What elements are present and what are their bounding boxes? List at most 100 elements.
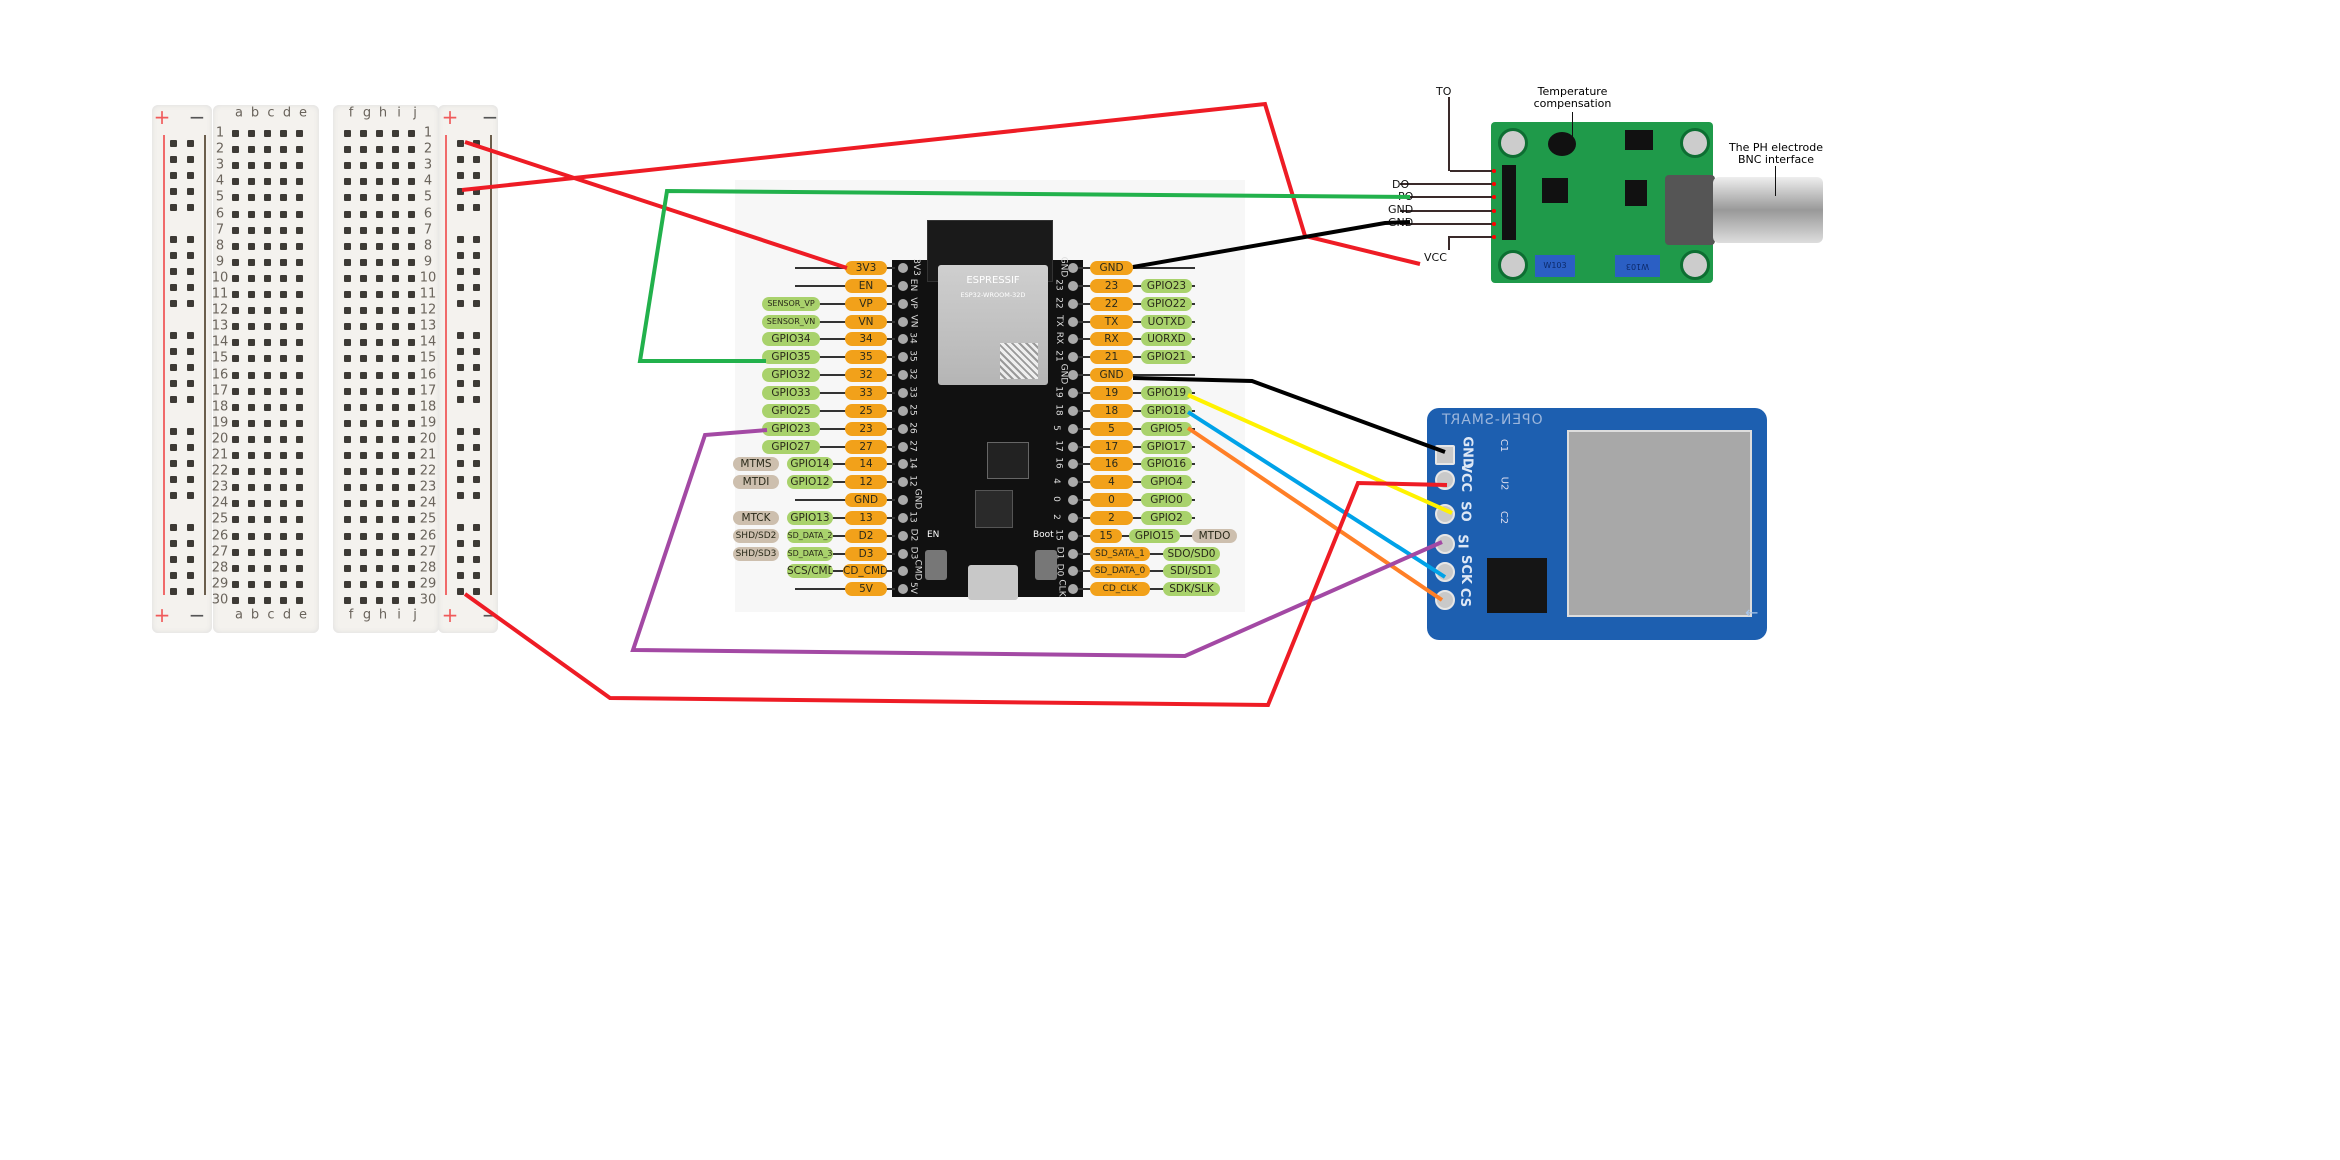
rail-hole[interactable] — [473, 284, 480, 291]
breadboard-hole[interactable] — [280, 387, 287, 395]
breadboard-hole[interactable] — [360, 291, 367, 298]
rail-hole[interactable] — [187, 540, 194, 547]
breadboard-hole[interactable] — [280, 580, 287, 588]
breadboard-hole[interactable] — [392, 452, 399, 459]
breadboard-hole[interactable] — [296, 468, 303, 476]
breadboard-hole[interactable] — [248, 500, 255, 508]
breadboard-hole[interactable] — [344, 130, 351, 137]
breadboard-hole[interactable] — [392, 371, 399, 379]
breadboard-hole[interactable] — [376, 130, 383, 137]
breadboard-hole[interactable] — [296, 210, 303, 218]
breadboard-hole[interactable] — [376, 468, 383, 476]
breadboard-hole[interactable] — [296, 516, 303, 524]
breadboard-hole[interactable] — [360, 532, 367, 540]
breadboard-hole[interactable] — [248, 242, 255, 250]
breadboard-hole[interactable] — [296, 403, 303, 411]
rail-hole[interactable] — [170, 380, 177, 387]
breadboard-hole[interactable] — [280, 178, 287, 186]
rail-hole[interactable] — [457, 252, 464, 259]
rail-hole[interactable] — [473, 540, 480, 547]
breadboard-hole[interactable] — [280, 258, 287, 266]
breadboard-hole[interactable] — [232, 130, 239, 137]
wire-sd-so-gpio19[interactable] — [1187, 393, 1453, 515]
breadboard-hole[interactable] — [264, 323, 271, 331]
breadboard-hole[interactable] — [392, 210, 399, 218]
breadboard-hole[interactable] — [408, 339, 415, 347]
rail-hole[interactable] — [473, 476, 480, 483]
breadboard-hole[interactable] — [376, 291, 383, 298]
breadboard-hole[interactable] — [344, 242, 351, 250]
breadboard-hole[interactable] — [360, 323, 367, 331]
breadboard-hole[interactable] — [248, 210, 255, 218]
breadboard-hole[interactable] — [376, 548, 383, 556]
breadboard-hole[interactable] — [264, 226, 271, 234]
wire-sd-cs-gpio5[interactable] — [1186, 426, 1444, 602]
rail-hole[interactable] — [457, 460, 464, 467]
breadboard-hole[interactable] — [408, 194, 415, 202]
breadboard-hole[interactable] — [408, 468, 415, 476]
breadboard-hole[interactable] — [232, 307, 239, 315]
breadboard-hole[interactable] — [232, 435, 239, 443]
breadboard-hole[interactable] — [360, 419, 367, 427]
rail-hole[interactable] — [457, 364, 464, 371]
breadboard-hole[interactable] — [376, 564, 383, 572]
breadboard-hole[interactable] — [232, 580, 239, 588]
rail-hole[interactable] — [473, 572, 480, 579]
rail-hole[interactable] — [187, 284, 194, 291]
breadboard-hole[interactable] — [296, 307, 303, 315]
breadboard-hole[interactable] — [344, 452, 351, 459]
breadboard-hole[interactable] — [232, 500, 239, 508]
rail-hole[interactable] — [457, 204, 464, 211]
breadboard-hole[interactable] — [392, 580, 399, 588]
breadboard-hole[interactable] — [408, 291, 415, 298]
breadboard-hole[interactable] — [360, 500, 367, 508]
breadboard-hole[interactable] — [392, 564, 399, 572]
breadboard-hole[interactable] — [280, 274, 287, 282]
breadboard-hole[interactable] — [248, 274, 255, 282]
rail-hole[interactable] — [187, 524, 194, 531]
rail-hole[interactable] — [457, 380, 464, 387]
rail-hole[interactable] — [187, 140, 194, 147]
breadboard-hole[interactable] — [408, 210, 415, 218]
breadboard-hole[interactable] — [296, 355, 303, 363]
rail-hole[interactable] — [187, 156, 194, 163]
breadboard-hole[interactable] — [360, 403, 367, 411]
rail-hole[interactable] — [170, 332, 177, 339]
breadboard-hole[interactable] — [376, 596, 383, 604]
breadboard-hole[interactable] — [344, 291, 351, 298]
breadboard-hole[interactable] — [248, 435, 255, 443]
bnc-connector[interactable] — [1665, 175, 1715, 245]
breadboard-hole[interactable] — [344, 468, 351, 476]
breadboard-hole[interactable] — [392, 242, 399, 250]
breadboard-hole[interactable] — [280, 226, 287, 234]
bnc-connector[interactable] — [1713, 177, 1823, 243]
rail-hole[interactable] — [473, 204, 480, 211]
breadboard-hole[interactable] — [344, 403, 351, 411]
breadboard-hole[interactable] — [344, 339, 351, 347]
breadboard-hole[interactable] — [376, 242, 383, 250]
rail-hole[interactable] — [473, 188, 480, 195]
breadboard-hole[interactable] — [248, 146, 255, 154]
breadboard-hole[interactable] — [280, 548, 287, 556]
breadboard-hole[interactable] — [296, 452, 303, 459]
breadboard-hole[interactable] — [360, 307, 367, 315]
breadboard-hole[interactable] — [232, 242, 239, 250]
potentiometer[interactable]: W103 — [1615, 255, 1660, 277]
breadboard-hole[interactable] — [280, 242, 287, 250]
breadboard-hole[interactable] — [232, 484, 239, 492]
breadboard-hole[interactable] — [264, 355, 271, 363]
breadboard-hole[interactable] — [280, 371, 287, 379]
breadboard-hole[interactable] — [360, 242, 367, 250]
breadboard-hole[interactable] — [392, 130, 399, 137]
breadboard-hole[interactable] — [296, 274, 303, 282]
boot-button[interactable] — [1035, 550, 1057, 580]
breadboard-hole[interactable] — [360, 484, 367, 492]
rail-hole[interactable] — [170, 588, 177, 595]
rail-hole[interactable] — [187, 492, 194, 499]
breadboard-hole[interactable] — [360, 162, 367, 170]
breadboard-hole[interactable] — [296, 419, 303, 427]
rail-hole[interactable] — [170, 492, 177, 499]
rail-hole[interactable] — [170, 300, 177, 307]
breadboard-hole[interactable] — [344, 258, 351, 266]
breadboard-hole[interactable] — [360, 226, 367, 234]
